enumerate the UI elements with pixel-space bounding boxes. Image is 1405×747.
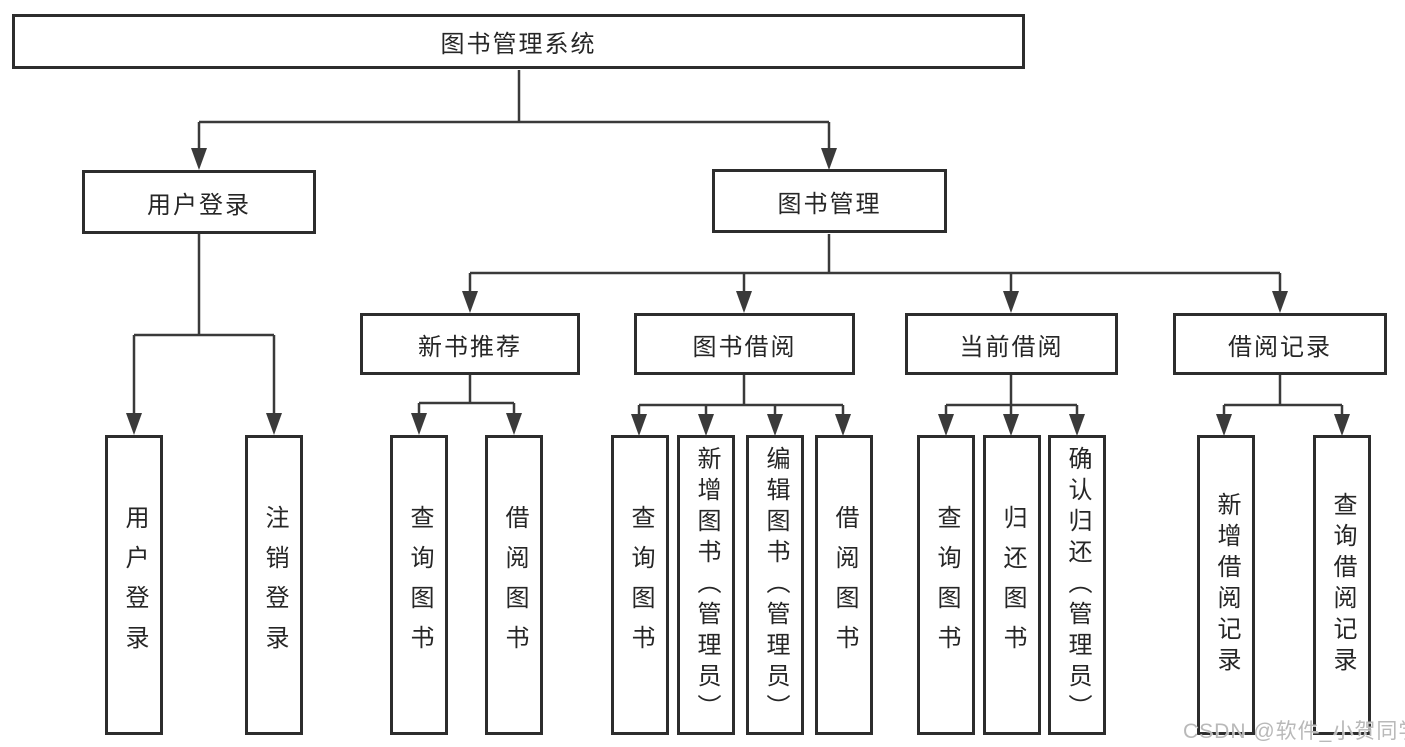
arrow-icon — [266, 413, 282, 435]
csdn-watermark: CSDN @软件_小贺同学 — [1183, 720, 1405, 743]
leaf-query-borrow-record: 查询借阅记录 — [1313, 435, 1371, 735]
arrow-icon — [462, 291, 478, 313]
leaf-query-books-borrowing: 查询图书 — [611, 435, 669, 735]
arrow-icon — [1003, 414, 1019, 436]
arrow-icon — [835, 414, 851, 436]
node-book-borrowing: 图书借阅 — [634, 313, 855, 375]
arrow-icon — [191, 148, 207, 170]
node-label: 新增借阅记录 — [1213, 492, 1240, 678]
connector-book-borrow — [637, 375, 845, 416]
arrow-icon — [1216, 414, 1232, 436]
node-label: 编辑图书（管理员） — [762, 445, 789, 725]
arrowheads — [126, 148, 1350, 436]
node-label: 查询图书 — [406, 505, 433, 665]
leaf-add-book-admin: 新增图书（管理员） — [677, 435, 735, 735]
node-label: 新增图书（管理员） — [693, 445, 720, 725]
node-library-system: 图书管理系统 — [12, 14, 1025, 69]
arrow-icon — [821, 148, 837, 170]
connector-user-login — [132, 234, 276, 416]
arrow-icon — [736, 291, 752, 313]
leaf-borrow-books-recommend: 借阅图书 — [485, 435, 543, 735]
connector-current-borrow — [944, 375, 1079, 416]
node-label: 注销登录 — [261, 505, 288, 665]
node-label: 图书借阅 — [692, 333, 797, 361]
leaf-edit-book-admin: 编辑图书（管理员） — [746, 435, 804, 735]
node-book-management: 图书管理 — [712, 169, 947, 233]
arrow-icon — [411, 413, 427, 435]
arrow-icon — [698, 414, 714, 436]
connector-borrow-records — [1222, 375, 1344, 416]
node-borrow-records: 借阅记录 — [1173, 313, 1387, 375]
node-label: 查询图书 — [627, 505, 654, 665]
arrow-icon — [767, 414, 783, 436]
node-current-borrowing: 当前借阅 — [905, 313, 1118, 375]
leaf-borrow-books-borrowing: 借阅图书 — [815, 435, 873, 735]
arrow-icon — [1334, 414, 1350, 436]
node-label: 查询借阅记录 — [1329, 492, 1356, 678]
arrow-icon — [1069, 414, 1085, 436]
node-new-book-recommend: 新书推荐 — [360, 313, 580, 375]
node-label: 用户登录 — [121, 505, 148, 665]
leaf-query-books-recommend: 查询图书 — [390, 435, 448, 735]
node-label: 借阅记录 — [1228, 333, 1332, 361]
leaf-add-borrow-record: 新增借阅记录 — [1197, 435, 1255, 735]
arrow-icon — [938, 414, 954, 436]
leaf-logout: 注销登录 — [245, 435, 303, 735]
connector-book-mgmt — [468, 234, 1282, 293]
node-label: 用户登录 — [147, 191, 251, 219]
connector-root — [197, 70, 831, 150]
arrow-icon — [1272, 291, 1288, 313]
node-label: 图书管理系统 — [440, 31, 597, 58]
node-label: 借阅图书 — [831, 505, 858, 665]
leaf-query-books-current: 查询图书 — [917, 435, 975, 735]
arrow-icon — [1003, 291, 1019, 313]
node-user-login: 用户登录 — [82, 170, 316, 234]
node-label: 图书管理 — [777, 190, 882, 218]
leaf-user-login: 用户登录 — [105, 435, 163, 735]
arrow-icon — [126, 413, 142, 435]
leaf-return-books: 归还图书 — [983, 435, 1041, 735]
node-label: 新书推荐 — [418, 333, 522, 361]
leaf-confirm-return-admin: 确认归还（管理员） — [1048, 435, 1106, 735]
arrow-icon — [631, 414, 647, 436]
node-label: 借阅图书 — [501, 505, 528, 665]
connector-new-book-rec — [417, 375, 516, 416]
arrow-icon — [506, 413, 522, 435]
node-label: 查询图书 — [933, 505, 960, 665]
node-label: 确认归还（管理员） — [1064, 445, 1091, 725]
node-label: 归还图书 — [999, 505, 1026, 665]
node-label: 当前借阅 — [959, 333, 1064, 361]
